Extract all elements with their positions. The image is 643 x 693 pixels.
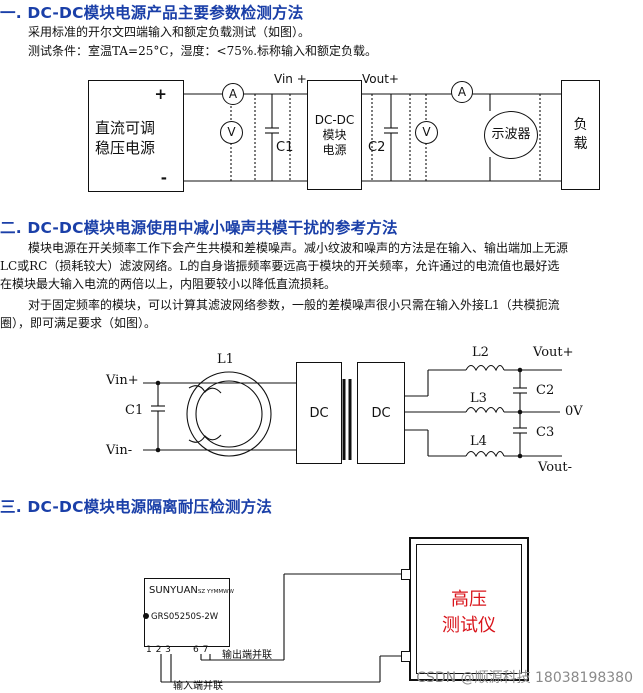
zero-v-label: 0V	[565, 404, 583, 419]
l4-label: L4	[470, 434, 487, 449]
tester-terminal-top	[401, 569, 411, 580]
minus-terminal-label: -	[160, 169, 167, 187]
vout-plus-label-2: Vout+	[533, 345, 574, 360]
c1-label: C1	[276, 140, 294, 155]
section-2-line-3: 在模块最大输入电流的两倍以上，内阻要较小以降低直流损耗。	[0, 277, 337, 291]
csdn-watermark: CSDN @顺源科技 18038198380	[416, 670, 633, 686]
section-1-line-1: 采用标准的开尔文四端输入和额定负载测试（如图）。	[28, 25, 311, 39]
ammeter-output: A	[451, 81, 473, 103]
ammeter-input: A	[222, 83, 244, 105]
oscilloscope: 示波器	[484, 111, 538, 159]
hipot-tester-label: 高压 测试仪	[442, 589, 496, 636]
section-2-heading: 二. DC-DC模块电源使用中减小噪声共模干扰的参考方法	[0, 219, 398, 237]
module-chip: SUNYUANSZ YYMMWW GRS05250S-2W	[143, 578, 234, 647]
tester-terminal-bottom	[401, 651, 411, 662]
load-box: 负 载	[561, 80, 600, 190]
vin-plus-label-2: Vin+	[106, 373, 139, 388]
dc-power-supply: + - 直流可调 稳压电源	[88, 80, 184, 192]
dc-block-right: DC	[357, 362, 405, 464]
vout-plus-label: Vout+	[362, 72, 399, 86]
output-parallel-label: 输出端并联	[222, 650, 272, 661]
c3-label: C3	[536, 425, 555, 440]
hipot-tester: 高压 测试仪	[409, 537, 529, 681]
section-2-line-1: 模块电源在开关频率工作下会产生共模和差模噪声。减小纹波和噪声的方法是在输入、输出…	[28, 241, 569, 255]
dc-block-left: DC	[296, 362, 342, 464]
vout-minus-label: Vout-	[538, 460, 573, 475]
l2-label: L2	[472, 345, 489, 360]
chip-model: GRS05250S-2W	[151, 612, 219, 622]
chip-pin1-dot	[143, 613, 149, 619]
input-pins-label: 1 2 3	[146, 645, 172, 655]
dc-dc-module: DC-DC 模块 电源	[307, 80, 362, 190]
section-3-heading: 三. DC-DC模块电源隔离耐压检测方法	[0, 498, 273, 516]
l3-label: L3	[470, 391, 487, 406]
voltmeter-input: V	[220, 121, 243, 144]
c1-label-2: C1	[125, 403, 144, 418]
l1-label: L1	[217, 352, 234, 367]
voltmeter-output: V	[415, 121, 438, 144]
power-supply-label: 直流可调 稳压电源	[95, 119, 156, 157]
vin-minus-label: Vin-	[106, 443, 133, 458]
input-parallel-label: 输入端并联	[173, 681, 223, 692]
section-1-line-2: 测试条件：室温TA=25°C，湿度：<75%.标称输入和额定负载。	[28, 44, 378, 58]
section-1-heading: 一. DC-DC模块电源产品主要参数检测方法	[0, 4, 304, 22]
plus-terminal-label: +	[154, 85, 167, 103]
section-2-line-2: LC或RC（损耗较大）滤波网络。L的自身谐振频率要远高于模块的开关频率，允许通过…	[0, 259, 560, 273]
output-pins-label: 6 7	[193, 645, 209, 655]
chip-brand: SUNYUANSZ YYMMWW	[149, 585, 234, 596]
section-2-line-4: 对于固定频率的模块，可以计算其滤波网络参数，一般的差模噪声很小只需在输入外接L1…	[28, 298, 560, 312]
vin-plus-label: Vin +	[274, 72, 307, 86]
c2-label-2: C2	[536, 383, 555, 398]
c2-label: C2	[368, 140, 386, 155]
section-2-line-5: 圈），即可满足要求（如图）。	[0, 316, 157, 330]
